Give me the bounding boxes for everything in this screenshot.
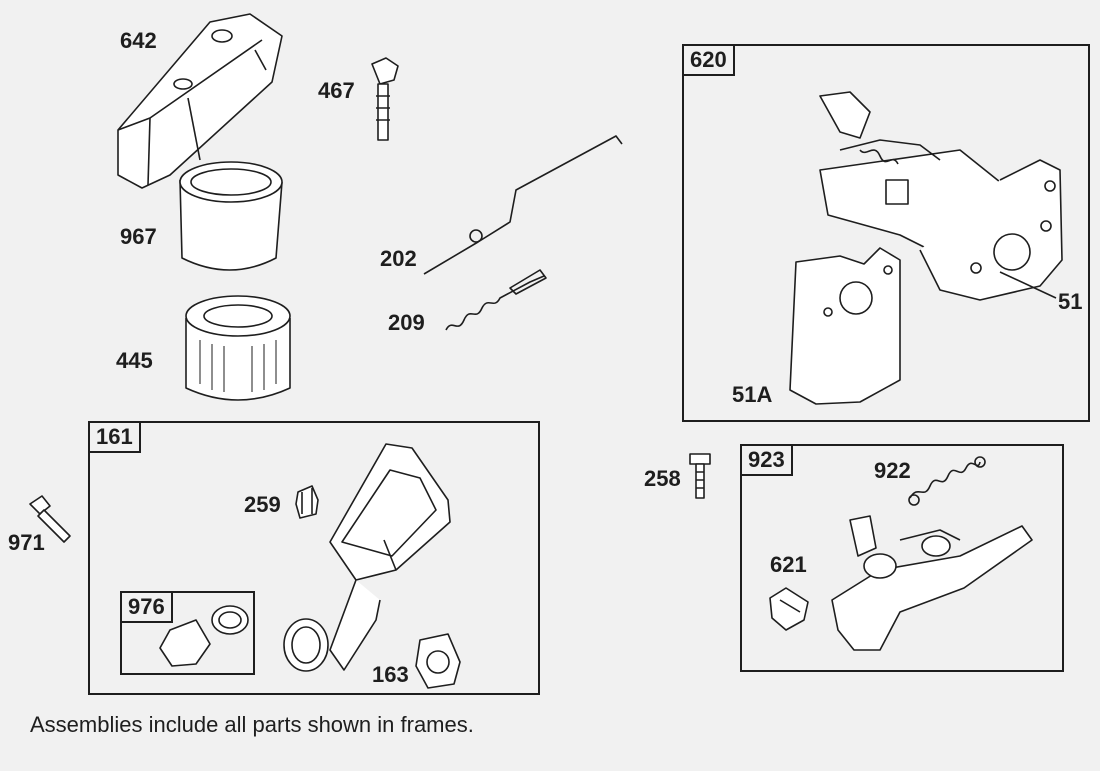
part-967-label: 967 [120,224,157,249]
bolt-971-drawing [29,495,71,543]
part-259-label: 259 [244,492,281,517]
control-bracket-drawing [831,515,1033,651]
pre-cleaner-drawing [179,161,283,271]
part-258-label: 258 [644,466,681,491]
primer-bulb-drawing [371,57,399,141]
frame-161-label: 161 [88,421,141,453]
air-cleaner-cover-drawing [117,13,283,189]
gasket-drawing [415,633,461,689]
governor-spring-drawing [445,269,547,331]
frame-923-label: 923 [740,444,793,476]
spring-922-drawing [908,456,986,506]
assemblies-note: Assemblies include all parts shown in fr… [30,712,474,737]
clip-621-drawing [769,587,809,631]
part-51a-label: 51A [732,382,773,407]
frame-620: 620 [682,44,1090,422]
part-922-label: 922 [874,458,911,483]
frame-976: 976 [120,591,255,675]
frame-923: 923 [740,444,1064,672]
air-filter-drawing [185,295,291,401]
part-202-label: 202 [380,246,417,271]
part-163-label: 163 [372,662,409,687]
primer-kit-drawing [159,605,249,667]
part-467-label: 467 [318,78,355,103]
leader-line-51 [999,271,1057,299]
control-plate-drawing [819,91,1063,301]
part-445-label: 445 [116,348,153,373]
part-642-label: 642 [120,28,157,53]
part-209-label: 209 [388,310,425,335]
frame-620-label: 620 [682,44,735,76]
governor-link-drawing [423,135,623,275]
screw-258-drawing [689,453,711,499]
air-cleaner-base-drawing [283,443,451,672]
frame-161: 161 [88,421,540,695]
part-971-label: 971 [8,530,45,555]
retainer-clip-drawing [295,485,319,519]
part-51-label: 51 [1058,289,1083,314]
part-621-label: 621 [770,552,807,577]
frame-976-label: 976 [120,591,173,623]
gasket-51a-drawing [789,247,901,405]
